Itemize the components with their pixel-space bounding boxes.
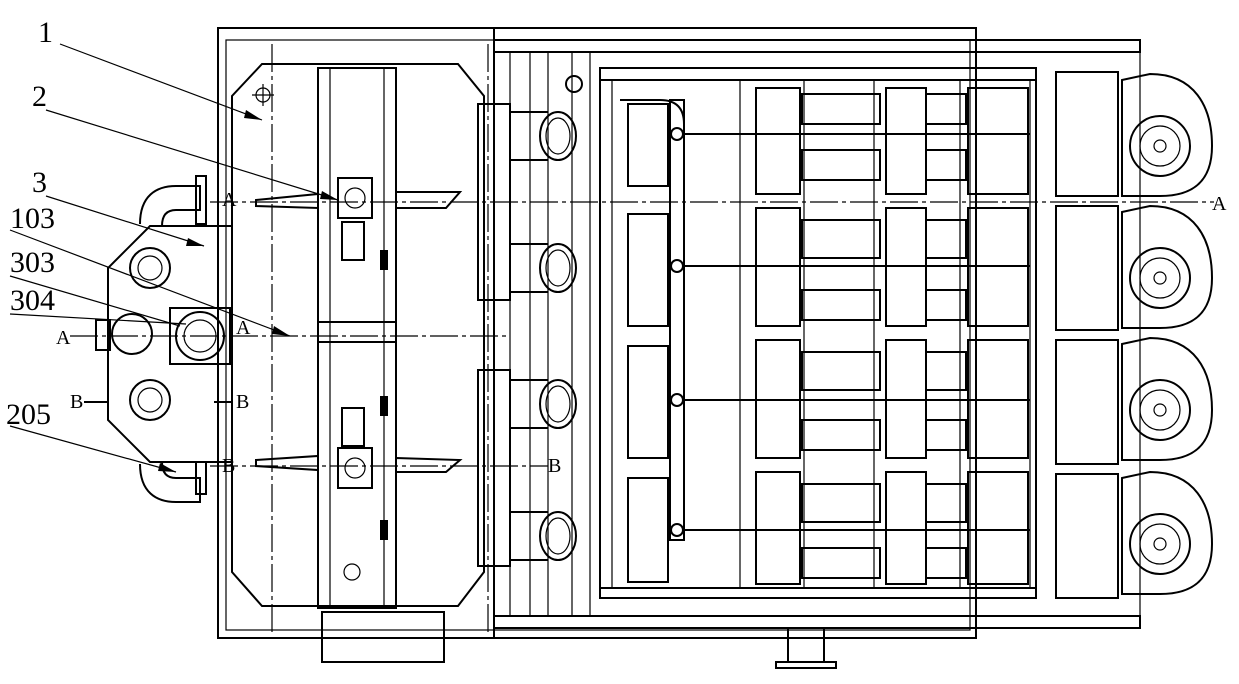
section-mark-b-lower-right: B: [548, 455, 561, 477]
fan-1: [1121, 72, 1214, 197]
section-mark-b-lower-left: B: [222, 455, 235, 477]
section-marks: A A A A B B B B: [56, 189, 1227, 477]
module-rack: [599, 67, 1037, 599]
callout-304: 304: [10, 284, 55, 317]
fan-units: [1055, 71, 1214, 599]
section-mark-a-inner: A: [236, 317, 251, 339]
fan-3: [1121, 336, 1214, 461]
section-lines: [70, 44, 1214, 636]
module-row-2: [627, 207, 1030, 327]
callout-3: 3: [32, 166, 47, 199]
module-row-3: [627, 339, 1030, 459]
callout-2: 2: [32, 80, 47, 113]
module-row-4: [627, 471, 1030, 585]
section-mark-a-left: A: [56, 327, 71, 349]
callout-205: 205: [6, 398, 51, 431]
callouts: 1 2 3 103 303 304 205: [6, 16, 55, 431]
section-mark-a-upper: A: [222, 189, 237, 211]
inlet-housing: [95, 175, 233, 503]
section-mark-a-right: A: [1212, 193, 1227, 215]
machine-frame: [217, 27, 1141, 669]
fan-2: [1121, 204, 1214, 329]
callout-103: 103: [10, 202, 55, 235]
section-mark-b-inner: B: [236, 391, 249, 413]
callout-1: 1: [38, 16, 53, 49]
callout-303: 303: [10, 246, 55, 279]
section-mark-b-left: B: [70, 391, 83, 413]
module-row-1: [627, 87, 1030, 195]
leader-lines: [9, 43, 339, 473]
fan-4: [1121, 470, 1214, 595]
